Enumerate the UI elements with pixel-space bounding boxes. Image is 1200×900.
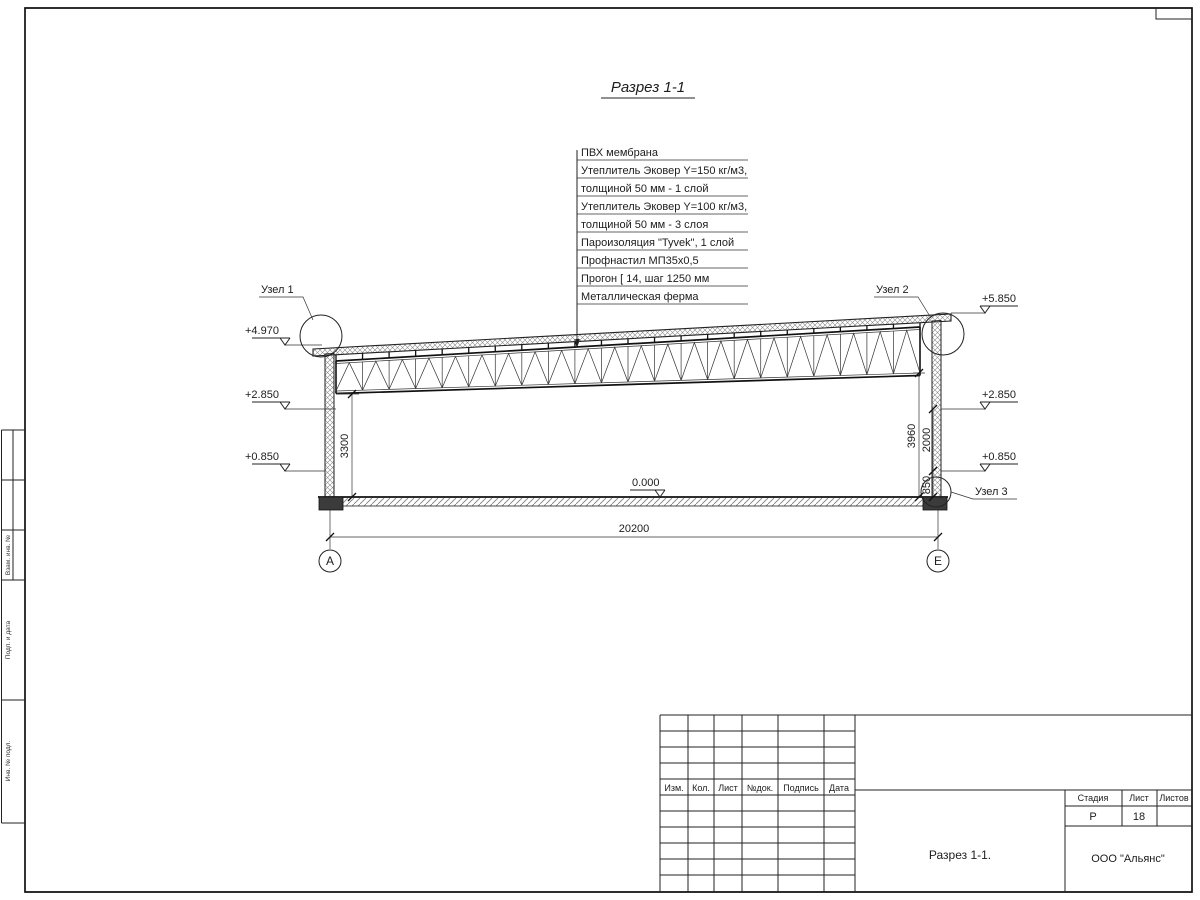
tb-stage-value: Р xyxy=(1089,811,1096,823)
building-section xyxy=(312,313,952,511)
title-block: Изм. Кол. Лист №док. Подпись Дата Стадия… xyxy=(659,714,1192,892)
axis-bubble-left xyxy=(318,549,342,573)
tb-col-sign: Подпись xyxy=(783,783,819,793)
dim-left-height: 3300 xyxy=(339,434,351,458)
dim-span: 20200 xyxy=(619,523,650,535)
tb-col-doc: №док. xyxy=(747,783,773,793)
callout-line: Металлическая ферма xyxy=(581,291,699,303)
node3-label: Узел 3 xyxy=(975,486,1008,498)
roof-callout: ПВХ мембрана Утеплитель Эковер Y=150 кг/… xyxy=(574,147,748,348)
dim-right-bottom: 850 xyxy=(921,476,933,494)
callout-line: Профнастил МП35х0,5 xyxy=(581,255,699,267)
roof-purlins xyxy=(335,322,921,361)
callout-line: Утеплитель Эковер Y=150 кг/м3, xyxy=(581,165,747,177)
view-title: Разрез 1-1 xyxy=(601,79,695,99)
roof-assembly xyxy=(312,313,952,357)
tb-col-izm: Изм. xyxy=(664,783,683,793)
truss-web-posts xyxy=(335,329,921,391)
level-right-low: +0.850 xyxy=(982,451,1016,463)
corner-stamp-box xyxy=(1155,8,1192,20)
callout-line: толщиной 50 мм - 3 слоя xyxy=(581,219,708,231)
level-left-roof: +4.970 xyxy=(245,325,279,337)
left-footing xyxy=(318,496,344,511)
axis-letter-left: А xyxy=(326,554,334,568)
callout-line: ПВХ мембрана xyxy=(581,147,659,159)
left-wall xyxy=(324,352,335,498)
tb-drawing-name: Разрез 1-1. xyxy=(929,848,991,862)
elevation-marks: +4.970 +2.850 +0.850 +5.850 +2.850 +0.85… xyxy=(245,293,1018,498)
node2-circle xyxy=(921,312,965,356)
node2-label: Узел 2 xyxy=(876,284,909,296)
floor-slab xyxy=(324,496,942,507)
dim-right-mid: 2000 xyxy=(921,428,933,452)
node-labels: Узел 1 Узел 2 Узел 3 xyxy=(259,284,1017,500)
level-right-mid: +2.850 xyxy=(982,389,1016,401)
tb-sheet-value: 18 xyxy=(1133,811,1145,823)
level-right-roof: +5.850 xyxy=(982,293,1016,305)
truss-web-diagonals xyxy=(335,329,921,392)
dim-right-height: 3960 xyxy=(906,424,918,448)
level-zero: 0.000 xyxy=(632,477,660,489)
tb-stage-label: Стадия xyxy=(1078,793,1109,803)
tb-company: ООО "Альянс" xyxy=(1091,853,1165,865)
level-left-mid: +2.850 xyxy=(245,389,279,401)
dimensions: 3300 3960 2000 850 20200 xyxy=(325,368,943,549)
callout-line: толщиной 50 мм - 1 слой xyxy=(581,183,708,195)
tb-col-kol: Кол. xyxy=(692,783,710,793)
callout-line: Пароизоляция "Tyvek", 1 слой xyxy=(581,237,734,249)
node1-label: Узел 1 xyxy=(261,284,294,296)
tb-sheet-label: Лист xyxy=(1129,793,1149,803)
frame-label-vzam: Взам. инв. № xyxy=(5,535,12,575)
tb-col-list: Лист xyxy=(718,783,738,793)
frame-label-inv: Инв. № подл. xyxy=(5,741,12,782)
tb-sheets-label: Листов xyxy=(1159,793,1188,803)
section-title: Разрез 1-1 xyxy=(611,79,685,96)
axis-letter-right: Е xyxy=(934,554,942,568)
sheet-frame: Взам. инв. № Подп. и дата Инв. № подл. xyxy=(1,7,1193,893)
steel-truss xyxy=(335,322,921,395)
tb-col-date: Дата xyxy=(829,783,849,793)
callout-line: Прогон [ 14, шаг 1250 мм xyxy=(581,273,709,285)
frame-label-podp: Подп. и дата xyxy=(5,620,12,659)
node1-circle xyxy=(299,314,343,358)
callout-line: Утеплитель Эковер Y=100 кг/м3, xyxy=(581,201,747,213)
grid-axes: А Е xyxy=(318,549,950,573)
level-left-low: +0.850 xyxy=(245,451,279,463)
axis-bubble-right xyxy=(926,549,950,573)
